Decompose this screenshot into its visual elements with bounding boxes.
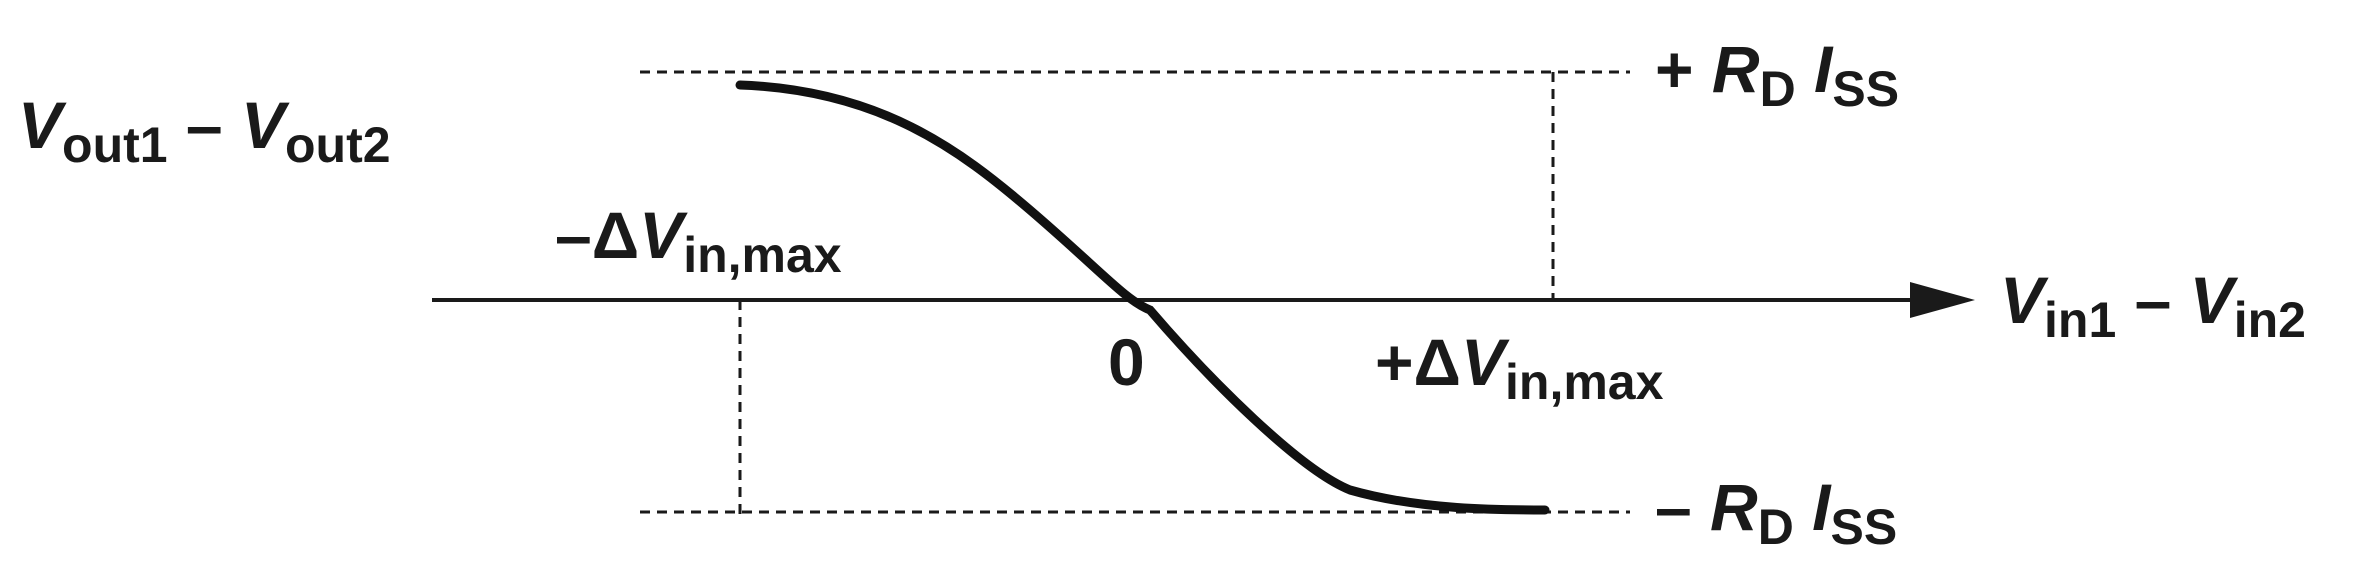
origin-label: 0 [1108,325,1145,399]
y-axis-label: Vout1 – Vout2 [18,88,391,173]
bottom-level-label: – RD ISS [1655,470,1897,555]
top-level-label: + RD ISS [1655,32,1899,117]
x-axis-arrowhead [1910,282,1975,318]
neg-limit-label: –ΔVin,max [555,198,842,283]
pos-limit-label: +ΔVin,max [1375,325,1664,410]
x-axis-label: Vin1 – Vin2 [2000,263,2306,348]
transfer-curve [735,80,1550,515]
